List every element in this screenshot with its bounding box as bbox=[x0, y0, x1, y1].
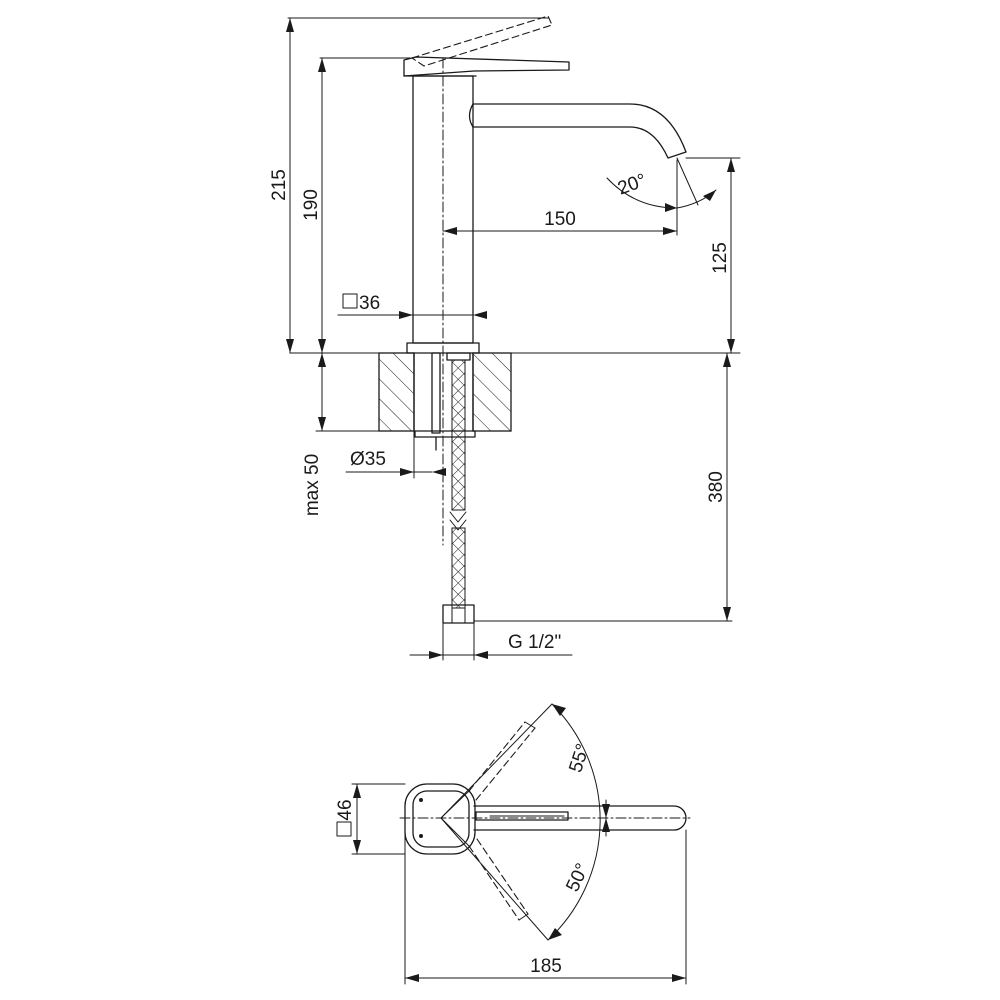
mounting-nut bbox=[414, 430, 476, 438]
label-150: 150 bbox=[544, 209, 576, 230]
label-215: 215 bbox=[269, 169, 290, 201]
label-50deg: 50° bbox=[562, 860, 593, 895]
dim-max-deck: max 50 bbox=[302, 352, 415, 516]
lever-top bbox=[475, 811, 569, 821]
dim-body-square: 36 bbox=[337, 293, 487, 319]
hose-connector bbox=[442, 604, 475, 624]
label-55deg: 55° bbox=[565, 741, 594, 775]
mounting-shank bbox=[431, 352, 441, 434]
dim-total-height: 215 bbox=[269, 17, 549, 354]
lever-handle bbox=[403, 15, 570, 77]
label-connection: G 1/2" bbox=[508, 632, 561, 653]
label-190: 190 bbox=[301, 189, 322, 221]
lever-ghost-upper bbox=[440, 703, 553, 819]
label-380: 380 bbox=[706, 471, 727, 503]
top-view: 55° 50° 46 185 bbox=[335, 703, 691, 985]
dim-hose-length: 380 bbox=[473, 352, 733, 622]
label-36: 36 bbox=[359, 293, 380, 314]
front-view: 215 190 150 20° bbox=[269, 15, 741, 661]
dim-mount-hole: Ø35 bbox=[345, 430, 446, 479]
dim-spout-height: 125 bbox=[710, 157, 735, 354]
flexible-hose bbox=[446, 352, 471, 609]
spout bbox=[472, 103, 687, 159]
lever-ghost-lower bbox=[440, 817, 549, 941]
dim-total-length: 185 bbox=[404, 829, 687, 985]
label-max-50: max 50 bbox=[302, 454, 323, 516]
label-mount-hole: Ø35 bbox=[350, 449, 386, 470]
base-outer bbox=[404, 783, 476, 855]
label-185: 185 bbox=[530, 956, 562, 977]
countertop-section bbox=[378, 352, 512, 432]
label-46: 46 bbox=[335, 799, 356, 820]
dim-connection: G 1/2" bbox=[409, 622, 573, 661]
dim-spout-angle: 20° bbox=[606, 157, 741, 212]
label-125: 125 bbox=[710, 242, 731, 274]
label-20deg: 20° bbox=[615, 170, 649, 200]
rotation-arc bbox=[547, 703, 601, 941]
dim-spout-reach: 150 bbox=[442, 159, 678, 236]
spout-top bbox=[473, 805, 687, 831]
dim-base-square: 46 bbox=[335, 783, 406, 855]
base-inner bbox=[412, 790, 470, 848]
dim-body-height: 190 bbox=[301, 57, 411, 354]
